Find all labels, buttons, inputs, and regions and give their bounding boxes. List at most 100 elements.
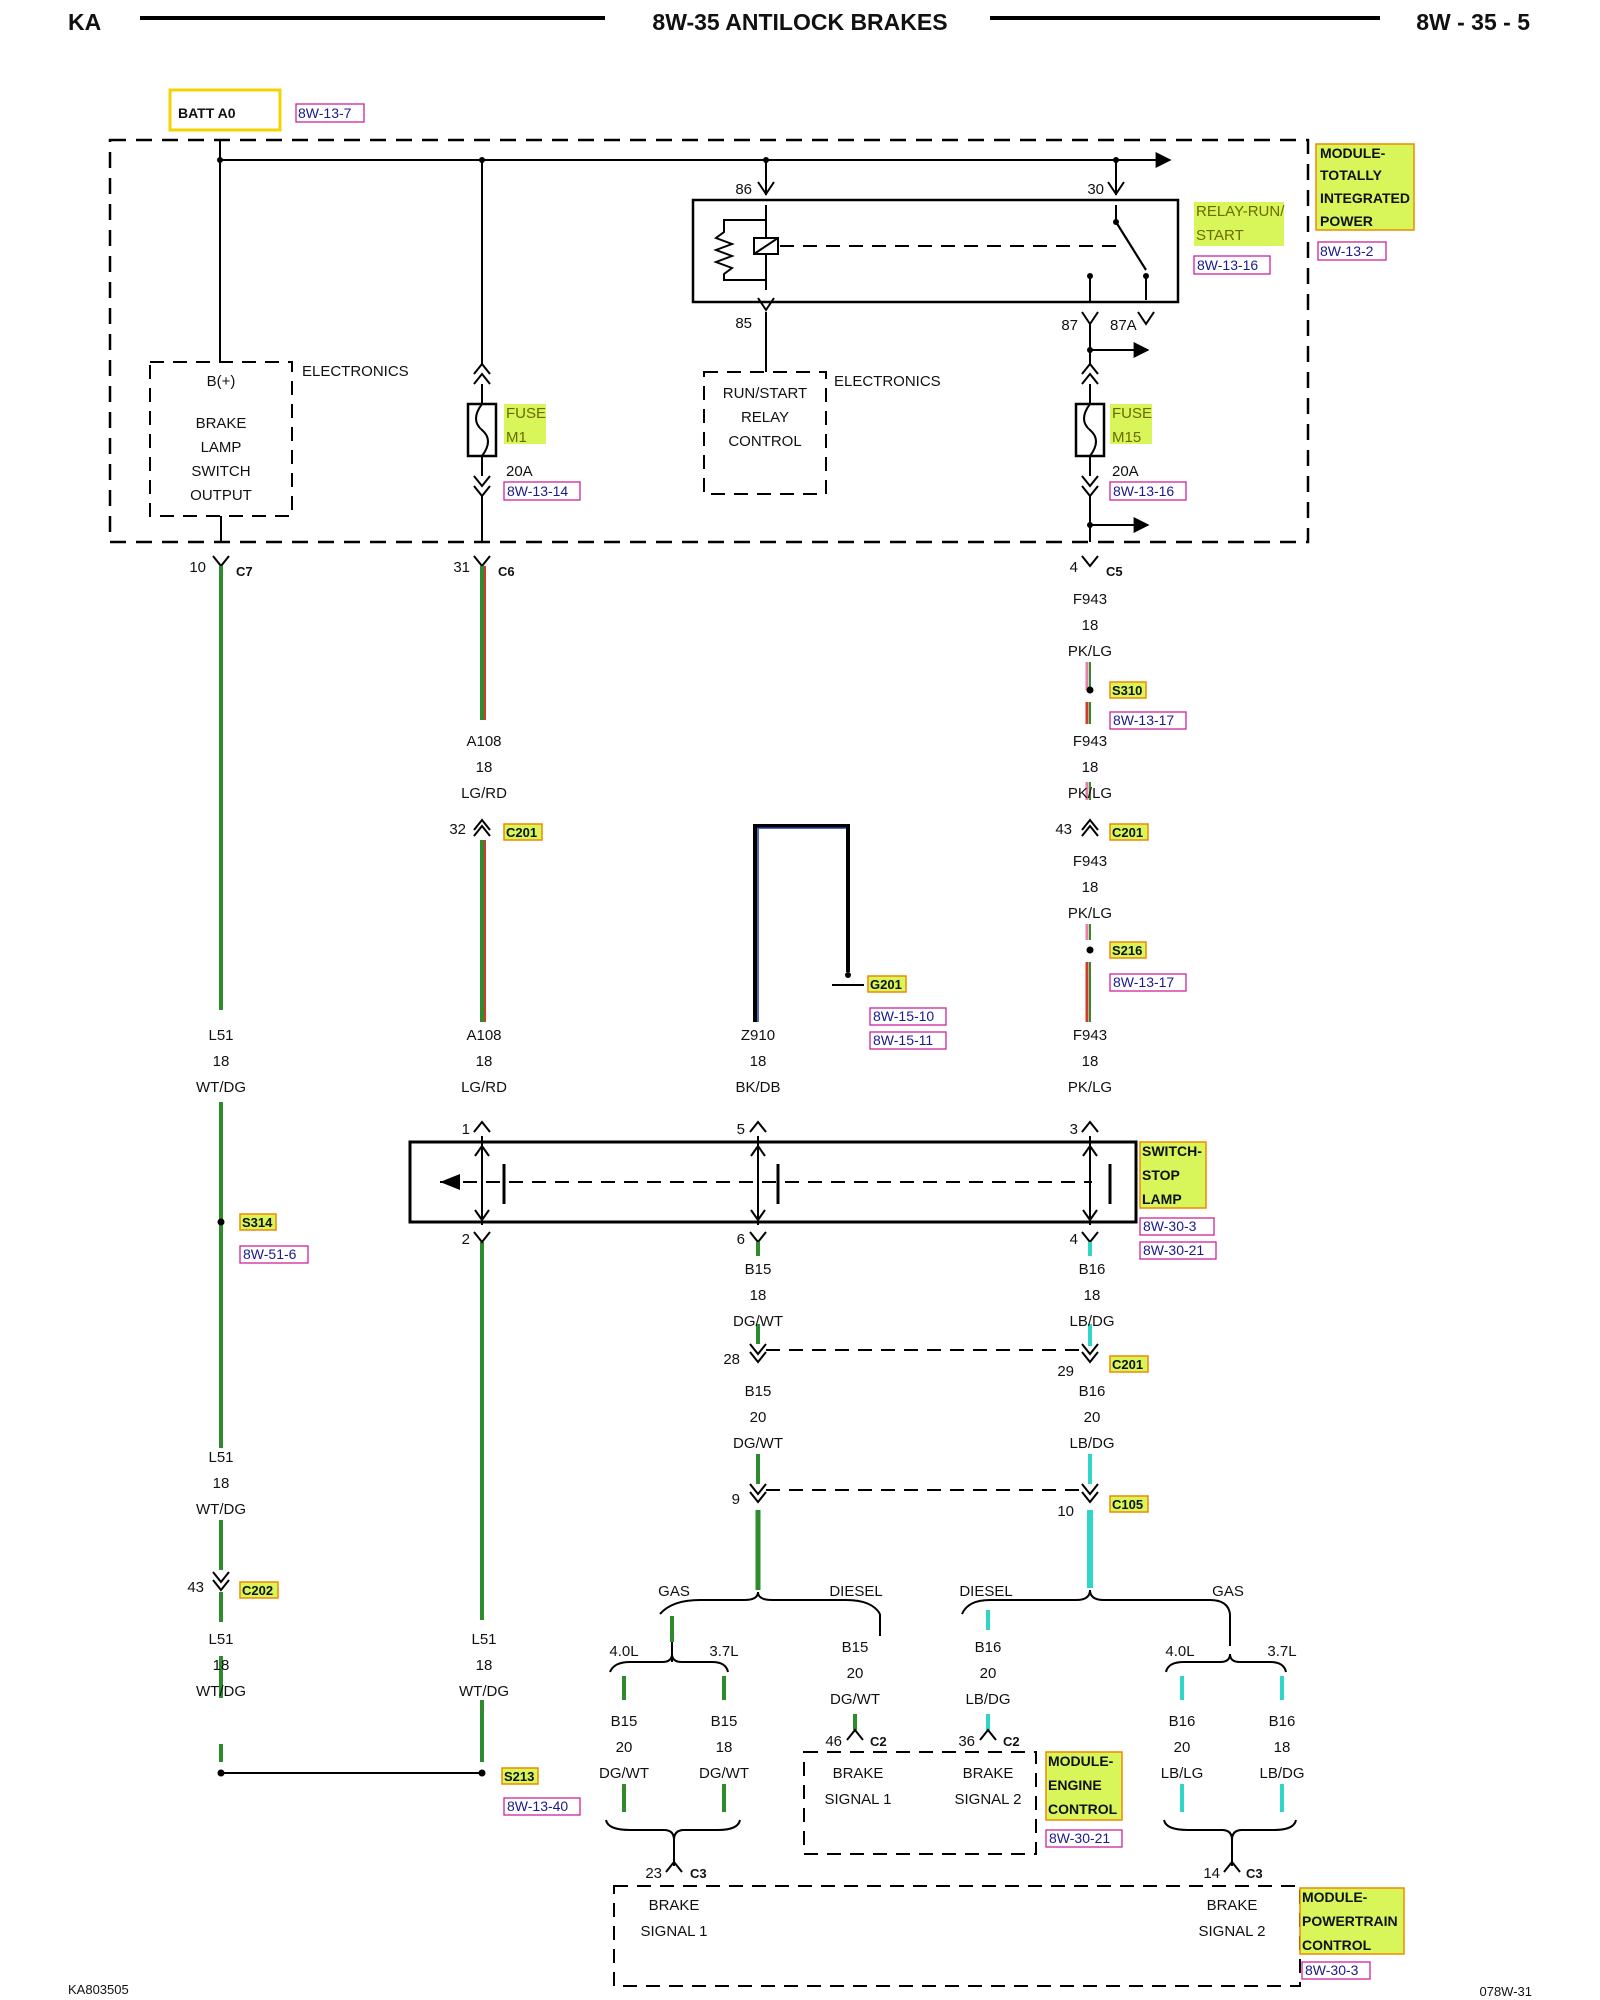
label-lower-b16-e-2: LB/DG — [1259, 1765, 1304, 1782]
label-wires-l51-a-1: 18 — [213, 1053, 230, 1070]
label-lower-pcm-label-1: POWERTRAIN — [1302, 1913, 1398, 1929]
relay-label-1: RELAY-RUN/ — [1196, 203, 1285, 220]
label-lower-ecm-sig2-1: SIGNAL 2 — [955, 1791, 1022, 1808]
label-lower-c201-c-pin28: 28 — [723, 1351, 740, 1368]
label-lower-pcm-sig2-1: SIGNAL 2 — [1199, 1923, 1266, 1940]
b16-label-a: B16 18 LB/DG — [1069, 1261, 1114, 1330]
label-lower-c105-pin10: 10 — [1057, 1503, 1074, 1520]
label-lower-pcm-sig1-1: SIGNAL 1 — [641, 1923, 708, 1940]
tipm-label-4: POWER — [1320, 213, 1373, 229]
fuse-m15-ref: 8W-13-16 — [1113, 483, 1174, 499]
wire-f943 — [1085, 662, 1091, 1022]
label-wires-a108-a-2: LG/RD — [461, 785, 507, 802]
label-lower-b16-c-2: LB/DG — [965, 1691, 1010, 1708]
brake-lamp-output-box: B(+) BRAKE LAMP SWITCH OUTPUT ELECTRONIC… — [149, 361, 409, 542]
page-footer: KA803505 078W-31 — [68, 1982, 1532, 1999]
label-lower-eng-40l-l: 4.0L — [609, 1643, 638, 1660]
label-wires-a108-b-2: LG/RD — [461, 1079, 507, 1096]
label-lower-ecm-label-0: MODULE- — [1048, 1753, 1114, 1769]
label-lower-diesel-l: DIESEL — [829, 1583, 882, 1600]
label-lower-b15-a-1: 18 — [750, 1287, 767, 1304]
b15-label-e: B15 18 DG/WT — [699, 1713, 749, 1782]
label-lower-b16-e-0: B16 — [1269, 1713, 1296, 1730]
label-lower-c201-c-pin29: 29 — [1057, 1363, 1074, 1380]
label-wires-f943-a-2: PK/LG — [1068, 643, 1112, 660]
b15-label-c: B15 20 DG/WT — [830, 1614, 881, 1730]
label-lower-l51-c-0: L51 — [208, 1631, 233, 1648]
label-lower-pcm-pin14: 14 — [1203, 1865, 1220, 1882]
electronics-mid: ELECTRONICS — [834, 373, 941, 390]
label-lower-b15-a-2: DG/WT — [733, 1313, 783, 1330]
a108-label-b: A108 18 LG/RD — [461, 1027, 507, 1096]
label-wires-a108-b-0: A108 — [466, 1027, 501, 1044]
label-wires-z910-1: 18 — [750, 1053, 767, 1070]
relay-pin-85: 85 — [735, 315, 752, 332]
label-lower-b15-b-1: 20 — [750, 1409, 767, 1426]
label-wires-f943-d-2: PK/LG — [1068, 1079, 1112, 1096]
label-lower-b15-a-0: B15 — [745, 1261, 772, 1278]
label-lower-b15-e-1: 18 — [716, 1739, 733, 1756]
label-lower-pcm-c3a: C3 — [690, 1866, 707, 1881]
label-lower-ecm-pin36: 36 — [958, 1733, 975, 1750]
rc-line-3: CONTROL — [728, 433, 801, 450]
c7-pin: 10 — [189, 559, 206, 576]
a108-label-a: A108 18 LG/RD — [461, 733, 507, 802]
fuse-m1-label-1: FUSE — [506, 405, 546, 422]
label-wires-f943-b-2: PK/LG — [1068, 785, 1112, 802]
label-lower-l51-b-1: 18 — [213, 1475, 230, 1492]
c5-pin: 4 — [1070, 559, 1078, 576]
label-switch-label-2: LAMP — [1142, 1191, 1182, 1207]
label-switch-ref1: 8W-30-3 — [1143, 1218, 1197, 1234]
z910-label: Z910 18 BK/DB — [735, 1027, 780, 1096]
l51-label-d: L51 18 WT/DG — [459, 1631, 509, 1700]
label-switch-pin1: 1 — [462, 1121, 470, 1138]
label-lower-b15-c-0: B15 — [842, 1639, 869, 1656]
label-switch-label-0: SWITCH- — [1142, 1143, 1202, 1159]
relay-pin-30: 30 — [1087, 181, 1104, 198]
c202: 43 C202 — [187, 1520, 279, 1622]
footer-left: KA803505 — [68, 1982, 129, 1997]
label-lower-c202-pin: 43 — [187, 1579, 204, 1596]
label-wires-s310: S310 — [1112, 683, 1142, 698]
label-lower-pcm-sig1-0: BRAKE — [649, 1897, 700, 1914]
s310: S310 8W-13-17 — [1086, 681, 1187, 730]
label-switch-pin4: 4 — [1070, 1231, 1078, 1248]
s216: S216 8W-13-17 — [1086, 941, 1187, 992]
tipm-module-outline — [108, 138, 1310, 544]
g201: G201 8W-15-10 8W-15-11 — [867, 975, 947, 1050]
l51-label-b: L51 18 WT/DG — [196, 1449, 246, 1518]
label-lower-b16-c-1: 20 — [980, 1665, 997, 1682]
relay-label-2: START — [1196, 227, 1244, 244]
label-wires-f943-d-0: F943 — [1073, 1027, 1107, 1044]
label-wires-z910-0: Z910 — [741, 1027, 775, 1044]
bl-line-4: SWITCH — [191, 463, 250, 480]
label-wires-f943-b-0: F943 — [1073, 733, 1107, 750]
label-lower-l51-c-1: 18 — [213, 1657, 230, 1674]
footer-right: 078W-31 — [1479, 1984, 1532, 1999]
label-lower-b16-c-0: B16 — [975, 1639, 1002, 1656]
label-lower-pcm-ref: 8W-30-3 — [1305, 1962, 1359, 1978]
c201-b: 43 C201 — [1055, 818, 1149, 841]
s213: S213 8W-13-40 — [217, 1767, 581, 1816]
label-wires-f943-d-1: 18 — [1082, 1053, 1099, 1070]
label-lower-c105-pin9: 9 — [732, 1491, 740, 1508]
batt-ref: 8W-13-7 — [298, 105, 352, 121]
batt-label: BATT A0 — [178, 105, 236, 121]
f943-label-d: F943 18 PK/LG — [1068, 1027, 1112, 1096]
label-lower-b16-b-1: 20 — [1084, 1409, 1101, 1426]
label-lower-l51-d-1: 18 — [476, 1657, 493, 1674]
label-lower-c202: C202 — [242, 1583, 273, 1598]
fuse-m15-label-2: M15 — [1112, 429, 1141, 446]
label-lower-c105: C105 — [1112, 1497, 1143, 1512]
header-page-number: 8W - 35 - 5 — [1416, 9, 1530, 35]
label-lower-ecm-pin46: 46 — [825, 1733, 842, 1750]
label-lower-l51-d-2: WT/DG — [459, 1683, 509, 1700]
label-lower-b16-d-0: B16 — [1169, 1713, 1196, 1730]
label-wires-l51-a-2: WT/DG — [196, 1079, 246, 1096]
label-lower-s314: S314 — [242, 1215, 273, 1230]
tipm-ref: 8W-13-2 — [1320, 243, 1374, 259]
label-lower-pcm-c3b: C3 — [1246, 1866, 1263, 1881]
b15-label-a: B15 18 DG/WT — [733, 1261, 783, 1330]
label-lower-gas-l: GAS — [658, 1583, 690, 1600]
